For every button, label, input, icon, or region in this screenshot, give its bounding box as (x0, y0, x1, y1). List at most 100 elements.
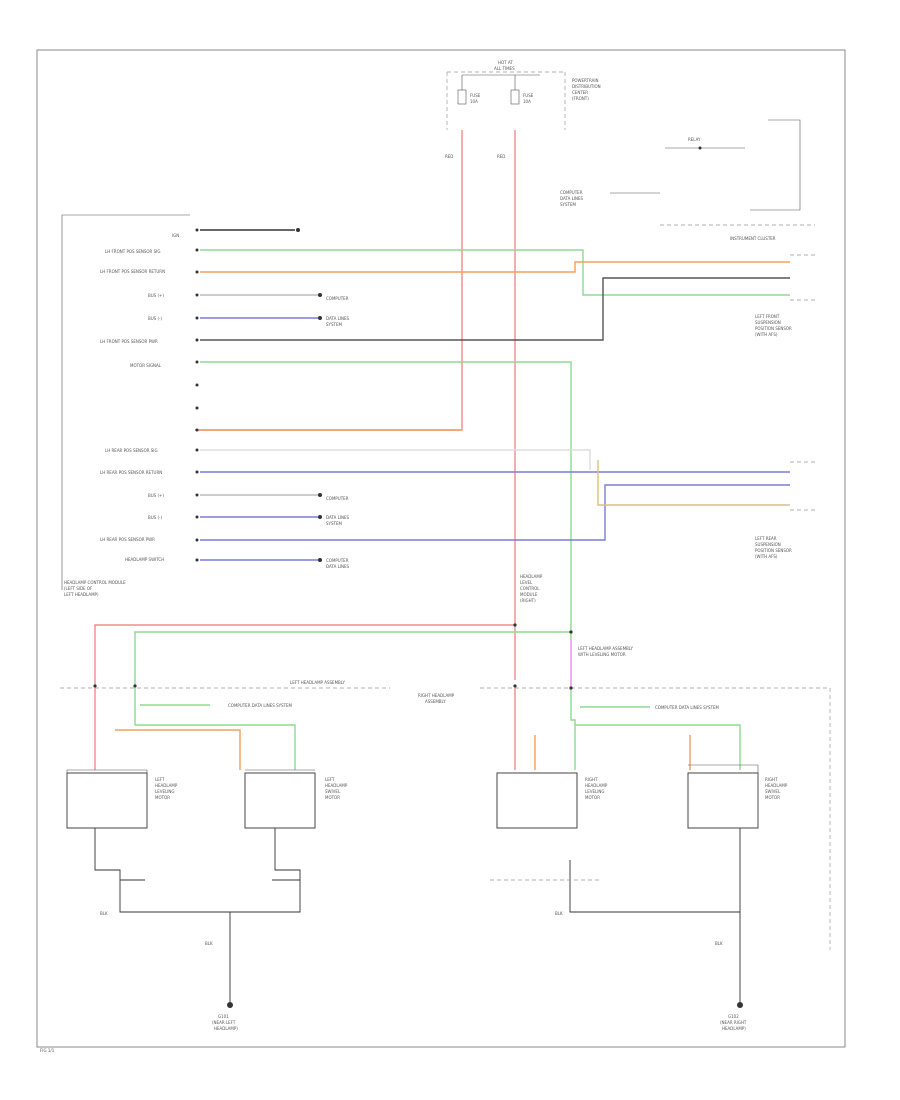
fuse-b-rating: 10A (523, 99, 531, 104)
fuse-block: HOT AT ALL TIMES FUSE 10A FUSE 10A POWER… (445, 60, 601, 159)
module-left-3: LEFT HEADLAMP) (64, 592, 99, 597)
wire-blk-1: BLK (100, 911, 108, 916)
control-module-pins: IGN LH FRONT POS SENSOR SIG LH FRONT POS… (61, 214, 199, 597)
red-wire-a (195, 130, 463, 431)
pin-sensor-sig-1: LH FRONT POS SENSOR SIG (105, 249, 160, 254)
left-power-dist: COMPUTER DATA LINES SYSTEM (228, 703, 293, 708)
module-left-1: HEADLAMP CONTROL MODULE (64, 580, 126, 585)
right-assembly-label-2: ASSEMBLY (425, 699, 446, 704)
svg-text:RIGHT: RIGHT (765, 777, 778, 782)
fuse-title-2: ALL TIMES (494, 66, 515, 71)
sensor-rear-2: SUSPENSION (755, 542, 781, 547)
svg-text:LEVELING: LEVELING (585, 789, 605, 794)
pin-headlamp: HEADLAMP SWITCH (125, 557, 164, 562)
right-assembly-label-1: RIGHT HEADLAMP (418, 693, 455, 698)
ground-right-3: HEADLAMP) (722, 1026, 746, 1031)
pin-sensor-ret-1: LH FRONT POS SENSOR RETURN (100, 269, 165, 274)
wire-blk-3: BLK (555, 911, 563, 916)
sensor-rear-3: POSITION SENSOR (755, 548, 792, 553)
ground-left-1: G101 (218, 1014, 229, 1019)
ground-left-icon (227, 1002, 233, 1008)
pin-ground-label-8: DATA LINES (326, 564, 350, 569)
wire-red-label-2: RED (497, 154, 505, 159)
left-assembly-label: LEFT HEADLAMP ASSEMBLY (290, 680, 345, 685)
fuse-a-rating: 10A (470, 99, 478, 104)
ground-right-1: G102 (728, 1014, 739, 1019)
pin-sensor-sig-2: LH REAR POS SENSOR SIG (105, 448, 158, 453)
svg-text:HEADLAMP: HEADLAMP (155, 783, 178, 788)
pin-motor-sig: MOTOR SIGNAL (130, 363, 162, 368)
pin-ground-label-4: COMPUTER (326, 496, 349, 501)
svg-text:HEADLAMP: HEADLAMP (585, 783, 608, 788)
sensor-rear-1: LEFT REAR (755, 536, 777, 541)
pin-sensor-ret-2: LH REAR POS SENSOR RETURN (100, 470, 162, 475)
fuse-a-label: FUSE (470, 93, 481, 98)
svg-text:RIGHT: RIGHT (585, 777, 598, 782)
sensor-front-4: (WITH AFS) (755, 332, 778, 337)
pin-sensor-pwr-1: LH FRONT POS SENSOR PWR (100, 339, 158, 344)
module-left-2: (LEFT SIDE OF (64, 586, 93, 591)
splice-3: CONTROL (520, 586, 540, 591)
ground-left-3: HEADLAMP) (214, 1026, 238, 1031)
svg-text:MOTOR: MOTOR (765, 795, 780, 800)
ground-right-2: (NEAR RIGHT (720, 1020, 747, 1025)
module-ground-3: SYSTEM (560, 202, 576, 207)
pin-bus-h-2: BUS (+) (148, 493, 164, 498)
pin-ign: IGN (172, 233, 179, 238)
fuse-a-icon (457, 89, 467, 105)
green-wire-2 (200, 361, 572, 640)
relay-block: RELAY COMPUTER DATA LINES SYSTEM INSTRUM… (560, 119, 815, 241)
svg-text:MOTOR: MOTOR (585, 795, 600, 800)
splice-pink-2: WITH LEVELING MOTOR (578, 652, 626, 657)
left-swivel-motor: LEFT HEADLAMP SWIVEL MOTOR (244, 772, 348, 829)
splice-2: LEVEL (520, 580, 533, 585)
wire-blk-2: BLK (205, 941, 213, 946)
instrument-cluster-label: INSTRUMENT CLUSTER (730, 236, 776, 241)
right-assembly-boundary (480, 687, 831, 950)
svg-text:SWIVEL: SWIVEL (325, 789, 341, 794)
ground-left-2: (NEAR LEFT (212, 1020, 236, 1025)
right-power-dist: COMPUTER DATA LINES SYSTEM (655, 705, 720, 710)
fuse-side-1: POWERTRAIN (572, 78, 599, 83)
fuse-side-4: (FRONT) (572, 96, 589, 101)
pin-ground-label-7: COMPUTER (326, 558, 349, 563)
right-swivel-motor: RIGHT HEADLAMP SWIVEL MOTOR (687, 772, 788, 829)
wire-red-label-1: RED (445, 154, 453, 159)
fuse-side-2: DISTRIBUTION (572, 84, 601, 89)
pin-sensor-pwr-2: LH REAR POS SENSOR PWR (100, 537, 155, 542)
wire-blk-4: BLK (715, 941, 723, 946)
pin-ground-label-5: DATA LINES (326, 515, 350, 520)
splice-4: MODULE (520, 592, 538, 597)
module-ground-2: DATA LINES (560, 196, 584, 201)
pin-ground-label-3: SYSTEM (326, 322, 342, 327)
splice-5: (RIGHT) (520, 598, 536, 603)
pin-ground-label-1: COMPUTER (326, 296, 349, 301)
right-leveling-motor: RIGHT HEADLAMP LEVELING MOTOR (496, 772, 608, 829)
svg-text:SWIVEL: SWIVEL (765, 789, 781, 794)
pin-bus-h-1: BUS (+) (148, 293, 164, 298)
pin-ground-label-2: DATA LINES (326, 316, 350, 321)
fuse-title-1: HOT AT (498, 60, 513, 65)
orange-wire-1 (200, 261, 790, 273)
diagram-frame (36, 49, 846, 1048)
footer-label: FIG 1/1 (40, 1048, 55, 1053)
sensor-rear-4: (WITH AFS) (755, 554, 778, 559)
splice-1: HEADLAMP (520, 574, 543, 579)
fuse-side-3: CENTER (572, 90, 588, 95)
sensor-front-1: LEFT FRONT (755, 314, 780, 319)
fuse-b-icon (510, 89, 520, 105)
svg-text:LEVELING: LEVELING (155, 789, 175, 794)
green-wire-1 (200, 249, 790, 296)
svg-text:LEFT: LEFT (325, 777, 335, 782)
svg-text:HEADLAMP: HEADLAMP (325, 783, 348, 788)
svg-text:HEADLAMP: HEADLAMP (765, 783, 788, 788)
left-leveling-motor: LEFT HEADLAMP LEVELING MOTOR (66, 772, 178, 829)
relay-label: RELAY (688, 137, 701, 142)
sensor-front-2: SUSPENSION (755, 320, 781, 325)
fuse-b-label: FUSE (523, 93, 534, 98)
svg-text:LEFT: LEFT (155, 777, 165, 782)
module-ground-1: COMPUTER (560, 190, 583, 195)
svg-text:MOTOR: MOTOR (325, 795, 340, 800)
splice-pink-1: LEFT HEADLAMP ASSEMBLY (578, 646, 633, 651)
